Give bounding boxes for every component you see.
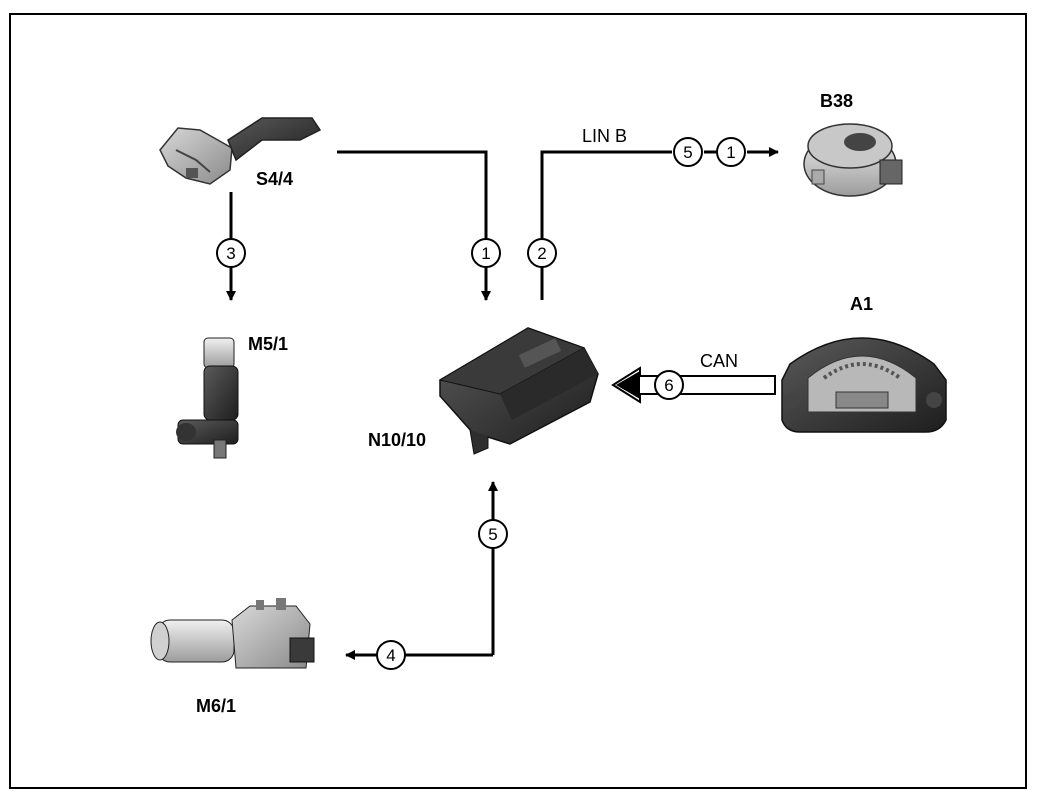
rain-light-sensor-image	[803, 123, 903, 197]
line-s4-to-n10	[337, 150, 491, 301]
instrument-cluster-image	[781, 337, 947, 433]
label-n10-10: N10/10	[368, 430, 426, 450]
svg-text:1: 1	[726, 143, 735, 162]
marker-lin-b38-first: 5	[673, 137, 703, 167]
washer-pump-image	[176, 337, 239, 459]
svg-text:4: 4	[386, 646, 395, 665]
svg-text:1: 1	[481, 244, 490, 263]
marker-m6-to-n10: 5	[478, 519, 508, 549]
svg-text:6: 6	[664, 376, 673, 395]
label-a1: A1	[850, 294, 873, 314]
marker-lin-up: 2	[527, 238, 557, 268]
svg-text:5: 5	[488, 525, 497, 544]
svg-text:3: 3	[226, 244, 235, 263]
marker-can-a1: 6	[654, 370, 684, 400]
label-s4-4: S4/4	[256, 169, 293, 189]
marker-n10-to-m6: 4	[376, 640, 406, 670]
marker-s4-to-m5: 3	[216, 238, 246, 268]
marker-lin-b38-second: 1	[716, 137, 746, 167]
control-unit-image	[438, 327, 599, 455]
bus-label-can: CAN	[700, 351, 738, 371]
line-lin-b-vertical	[540, 150, 672, 300]
label-m5-1: M5/1	[248, 334, 288, 354]
svg-text:2: 2	[537, 244, 546, 263]
label-b38: B38	[820, 91, 853, 111]
label-m6-1: M6/1	[196, 696, 236, 716]
combination-switch-image	[159, 117, 322, 185]
marker-s4-to-n10: 1	[471, 238, 501, 268]
bus-label-lin-b: LIN B	[582, 126, 627, 146]
wiper-motor-image	[150, 598, 315, 669]
svg-text:5: 5	[683, 143, 692, 162]
